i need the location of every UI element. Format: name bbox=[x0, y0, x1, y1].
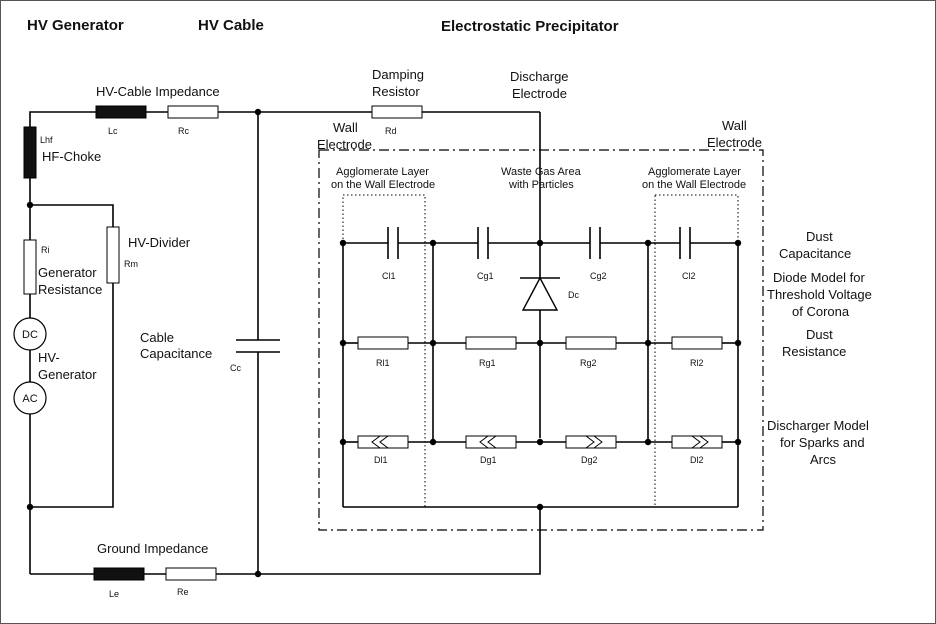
designator-dg1: Dg1 bbox=[480, 455, 497, 465]
label-dust-res-1: Dust bbox=[806, 327, 833, 342]
inductor-le bbox=[93, 567, 145, 581]
designator-ri: Ri bbox=[41, 245, 50, 255]
junction-dots bbox=[26, 108, 742, 578]
label-hv-gen-2: Generator bbox=[38, 367, 97, 382]
label-wall-left-2: Electrode bbox=[317, 137, 372, 152]
designator-rc: Rc bbox=[178, 126, 189, 136]
resistor-rl2 bbox=[671, 336, 723, 350]
designator-rl2: Rl2 bbox=[690, 358, 704, 368]
designator-dl2: Dl2 bbox=[690, 455, 704, 465]
label-gen-res-1: Generator bbox=[38, 265, 97, 280]
designator-dc-diode: Dc bbox=[568, 290, 579, 300]
designator-rd: Rd bbox=[385, 126, 397, 136]
designator-le: Le bbox=[109, 589, 119, 599]
label-diode-2: Threshold Voltage bbox=[767, 287, 872, 302]
diode-dc-icon bbox=[520, 276, 560, 311]
label-gen-res-2: Resistance bbox=[38, 282, 102, 297]
resistor-rc bbox=[167, 105, 219, 119]
label-ac: AC bbox=[22, 393, 37, 405]
agglomerate-left-area bbox=[342, 194, 426, 508]
label-agg-right-1: Agglomerate Layer bbox=[648, 166, 741, 178]
agglomerate-right-area bbox=[654, 194, 739, 508]
label-agg-right-2: on the Wall Electrode bbox=[642, 179, 746, 191]
label-disch-2: for Sparks and bbox=[780, 435, 865, 450]
capacitor-cl2 bbox=[679, 227, 691, 259]
designator-cl2: Cl2 bbox=[682, 271, 696, 281]
resistor-ri bbox=[23, 239, 37, 295]
label-agg-left-1: Agglomerate Layer bbox=[336, 166, 429, 178]
designator-cg1: Cg1 bbox=[477, 271, 494, 281]
label-wall-left-1: Wall bbox=[333, 120, 358, 135]
designator-dg2: Dg2 bbox=[581, 455, 598, 465]
designator-rl1: Rl1 bbox=[376, 358, 390, 368]
capacitor-cg1 bbox=[477, 227, 489, 259]
designator-dl1: Dl1 bbox=[374, 455, 388, 465]
resistor-rg1 bbox=[465, 336, 517, 350]
inductor-lhf bbox=[23, 126, 37, 179]
label-wall-right-2: Electrode bbox=[707, 135, 762, 150]
resistor-rg2 bbox=[565, 336, 617, 350]
designator-cl1: Cl1 bbox=[382, 271, 396, 281]
capacitor-cg2 bbox=[589, 227, 601, 259]
designator-rm: Rm bbox=[124, 259, 138, 269]
discharger-dl2 bbox=[671, 435, 723, 449]
designator-re: Re bbox=[177, 587, 189, 597]
label-cable-cap-2: Capacitance bbox=[140, 346, 212, 361]
label-agg-left-2: on the Wall Electrode bbox=[331, 179, 435, 191]
label-damping-2: Resistor bbox=[372, 84, 420, 99]
label-cable-impedance: HV-Cable Impedance bbox=[96, 84, 220, 99]
label-disch-3: Arcs bbox=[810, 452, 837, 467]
header-hv-generator: HV Generator bbox=[27, 17, 124, 34]
label-dc: DC bbox=[22, 329, 38, 341]
header-precipitator: Electrostatic Precipitator bbox=[441, 18, 619, 35]
discharger-dg1 bbox=[465, 435, 517, 449]
ac-source-icon bbox=[13, 381, 47, 415]
resistor-rl1 bbox=[357, 336, 409, 350]
inductor-lc bbox=[95, 105, 147, 119]
resistor-re bbox=[165, 567, 217, 581]
resistor-rm bbox=[106, 226, 120, 284]
label-dust-cap-1: Dust bbox=[806, 229, 833, 244]
designator-cc: Cc bbox=[230, 363, 241, 373]
discharger-dl1 bbox=[357, 435, 409, 449]
label-damping-1: Damping bbox=[372, 67, 424, 82]
designator-lhf: Lhf bbox=[40, 135, 53, 145]
designator-cg2: Cg2 bbox=[590, 271, 607, 281]
dc-source-icon bbox=[13, 317, 47, 351]
designator-rg1: Rg1 bbox=[479, 358, 496, 368]
label-disch-1: Discharger Model bbox=[767, 418, 869, 433]
label-discharge-1: Discharge bbox=[510, 69, 569, 84]
label-dust-cap-2: Capacitance bbox=[779, 246, 851, 261]
capacitor-cc bbox=[236, 339, 280, 353]
label-hf-choke: HF-Choke bbox=[42, 149, 101, 164]
label-waste-2: with Particles bbox=[508, 179, 574, 191]
label-hv-divider: HV-Divider bbox=[128, 235, 191, 250]
label-discharge-2: Electrode bbox=[512, 86, 567, 101]
label-diode-3: of Corona bbox=[792, 304, 850, 319]
resistor-rd bbox=[371, 105, 423, 119]
label-dust-res-2: Resistance bbox=[782, 344, 846, 359]
designator-rg2: Rg2 bbox=[580, 358, 597, 368]
discharger-dg2 bbox=[565, 435, 617, 449]
label-ground-impedance: Ground Impedance bbox=[97, 541, 208, 556]
precipitator-boundary bbox=[318, 149, 764, 531]
label-wall-right-1: Wall bbox=[722, 118, 747, 133]
designator-lc: Lc bbox=[108, 126, 118, 136]
header-hv-cable: HV Cable bbox=[198, 17, 264, 34]
label-hv-gen-1: HV- bbox=[38, 350, 60, 365]
label-waste-1: Waste Gas Area bbox=[501, 166, 582, 178]
label-cable-cap-1: Cable bbox=[140, 330, 174, 345]
label-diode-1: Diode Model for bbox=[773, 270, 865, 285]
capacitor-cl1 bbox=[387, 227, 399, 259]
